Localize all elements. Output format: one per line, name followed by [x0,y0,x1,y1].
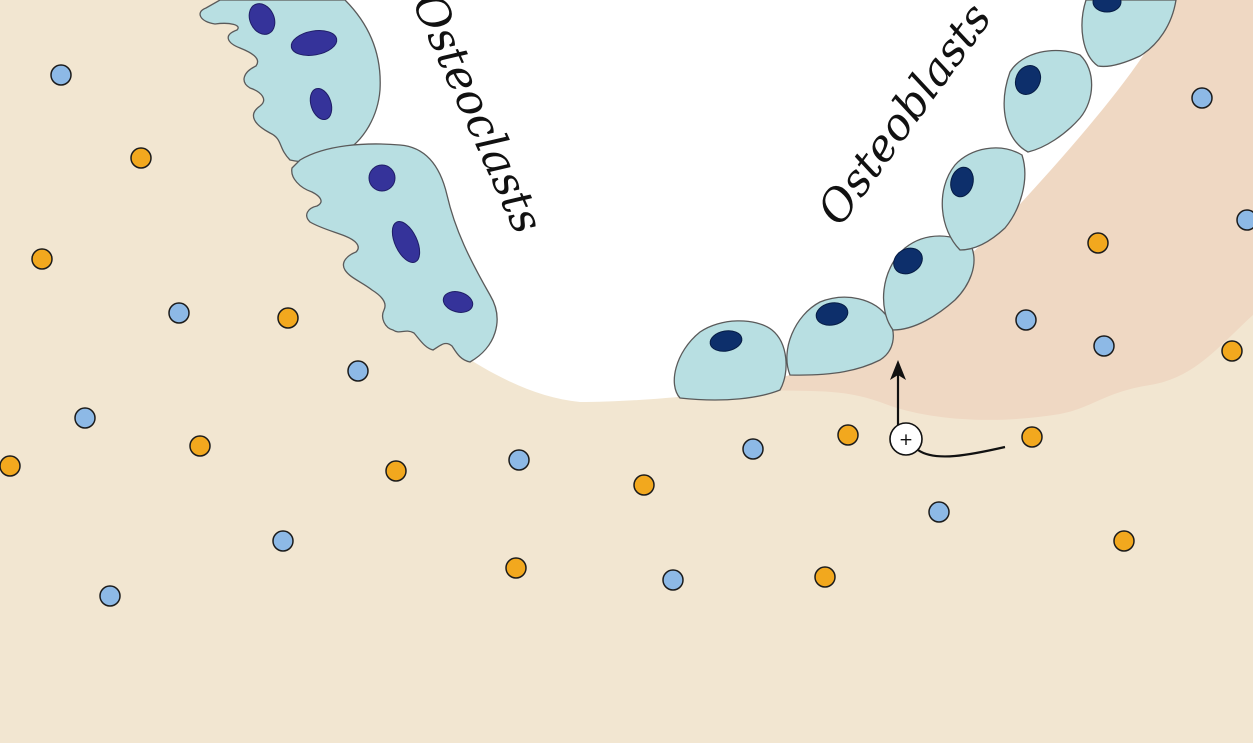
orange-particle [1087,232,1109,254]
blue-particle [662,569,684,591]
blue-particle [508,449,530,471]
orange-particle [837,424,859,446]
arrow-line [917,445,1006,458]
blue-particle [272,530,294,552]
osteoclast-nucleus [248,3,276,35]
orange-particle [1113,530,1135,552]
orange-particle [385,460,407,482]
osteoblast-cell [673,320,787,401]
blue-particle [928,501,950,523]
orange-particle [505,557,527,579]
orange-particle [0,455,21,477]
osteoblast-nucleus [1092,0,1122,13]
orange-particle [31,248,53,270]
mineral-particles [0,64,1253,607]
blue-particle [1093,335,1115,357]
osteoblast-nucleus [1014,64,1042,96]
plus-symbol: + [899,430,913,450]
blue-particle [168,302,190,324]
osteoclast-nucleus [309,87,333,121]
orange-particle [633,474,655,496]
blue-particle [1191,87,1213,109]
stimulation-arrow: + [889,360,1006,458]
arrow-head-icon [890,360,906,380]
osteoblast-nucleus [950,166,974,198]
osteoblast-cell [1081,0,1177,68]
blue-particle [742,438,764,460]
orange-particle [814,566,836,588]
plus-circle [889,422,923,456]
blue-particle [99,585,121,607]
osteoblast-nucleus [815,302,849,326]
blue-particle [1015,309,1037,331]
orange-particle [130,147,152,169]
osteoblast-group [673,0,1177,401]
blue-particle [50,64,72,86]
osteoclast-nucleus [391,221,421,263]
osteoblast-nucleus [893,247,923,275]
blue-particle [347,360,369,382]
orange-particle [1021,426,1043,448]
osteoclast-group [199,0,498,363]
osteoclast-nucleus [442,291,474,313]
osteoclast-nucleus [368,164,396,192]
blue-particle [74,407,96,429]
osteoclast-nucleus [290,30,338,56]
orange-particle [277,307,299,329]
osteoclast-cell-lower [291,143,498,363]
orange-particle [1221,340,1243,362]
osteoblast-nucleus [709,330,743,352]
blue-particle [1236,209,1253,231]
orange-particle [189,435,211,457]
resorption-cavity [338,0,1175,402]
